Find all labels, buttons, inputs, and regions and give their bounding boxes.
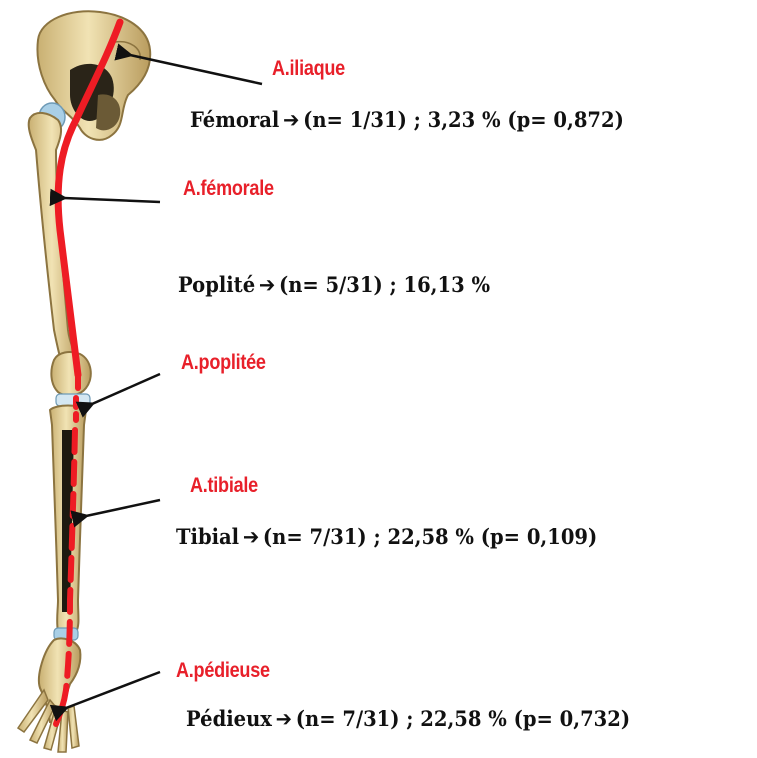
stat-popliteal-detail: (n= 5/31) ; 16,13 % [279, 272, 490, 297]
arrow-to-popliteal [92, 374, 160, 404]
right-arrow-icon: ➔ [276, 707, 292, 731]
stat-popliteal: Poplité➔(n= 5/31) ; 16,13 % [178, 272, 490, 297]
stat-femoral-detail: (n= 1/31) ; 3,23 % (p= 0,872) [303, 107, 624, 132]
label-pedal-artery: A.pédieuse [176, 659, 270, 683]
stat-pedal-detail: (n= 7/31) ; 22,58 % (p= 0,732) [296, 706, 630, 731]
stat-pedal: Pédieux➔(n= 7/31) ; 22,58 % (p= 0,732) [186, 706, 630, 731]
right-arrow-icon: ➔ [243, 525, 259, 549]
stat-pedal-segment: Pédieux [186, 706, 272, 731]
stat-tibial-detail: (n= 7/31) ; 22,58 % (p= 0,109) [263, 524, 597, 549]
stat-femoral-segment: Fémoral [190, 107, 279, 132]
stat-popliteal-segment: Poplité [178, 272, 255, 297]
stat-femoral: Fémoral➔(n= 1/31) ; 3,23 % (p= 0,872) [190, 107, 624, 132]
right-arrow-icon: ➔ [259, 273, 275, 297]
arrow-to-tibial [86, 500, 160, 516]
arrow-to-iliac [130, 55, 262, 84]
stat-tibial: Tibial➔(n= 7/31) ; 22,58 % (p= 0,109) [176, 524, 597, 549]
pointer-arrows [64, 55, 262, 708]
stat-tibial-segment: Tibial [176, 524, 239, 549]
right-arrow-icon: ➔ [283, 108, 299, 132]
label-femoral-artery: A.fémorale [183, 177, 274, 201]
arrow-to-pedal [66, 672, 160, 708]
label-popliteal-artery: A.poplitée [181, 351, 266, 375]
arrow-to-femoral [64, 198, 160, 202]
label-iliac-artery: A.iliaque [272, 57, 345, 81]
label-tibial-artery: A.tibiale [190, 474, 258, 498]
